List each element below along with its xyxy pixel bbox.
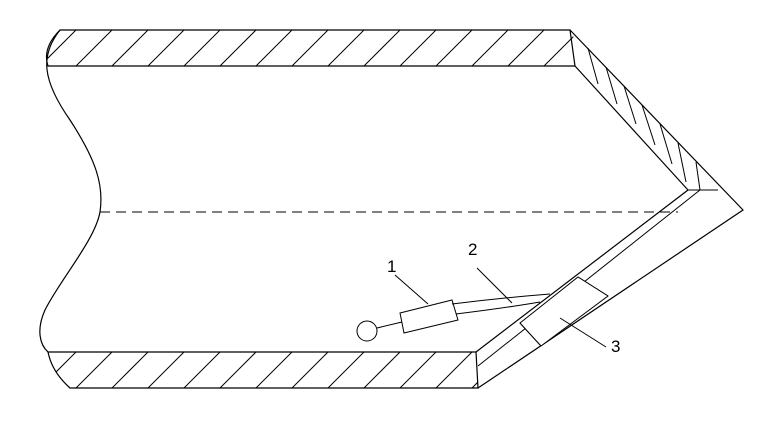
probe-housing-1 <box>399 299 459 334</box>
probe-ball <box>356 320 378 342</box>
upper-angled-wall-segments <box>587 47 701 191</box>
probe-rod <box>376 321 403 329</box>
probe-assembly <box>356 293 551 342</box>
callout-label-2: 2 <box>468 240 477 259</box>
left-break-line <box>39 29 102 353</box>
callout-leaders <box>394 267 607 348</box>
leader-3 <box>559 317 607 348</box>
probe-cable-2 <box>451 293 551 315</box>
angled-end-wall <box>475 29 744 389</box>
leader-1 <box>394 274 429 305</box>
lower-angled-wall <box>477 189 718 367</box>
top-pipe-wall <box>45 29 581 67</box>
bottom-pipe-wall <box>47 351 479 389</box>
leader-2 <box>476 267 513 304</box>
wall-mounted-sensor-3 <box>519 276 609 347</box>
callout-label-1: 1 <box>387 257 396 276</box>
callout-label-3: 3 <box>611 337 620 356</box>
